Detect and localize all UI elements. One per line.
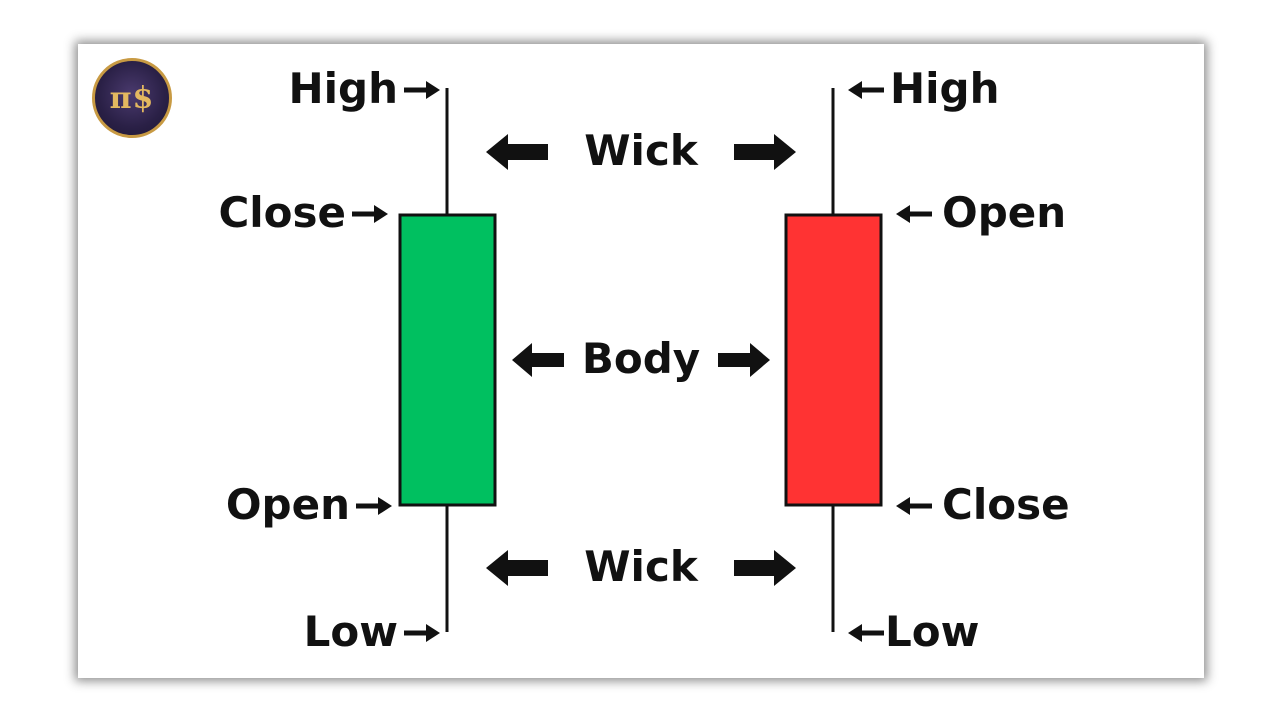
wick-top-arrow-right [734,134,796,170]
body-label: Body [581,334,701,383]
left-candle-body [398,213,497,507]
arrowhead-open-right [896,205,910,223]
wick-bottom-label: Wick [584,542,698,591]
left-close-label: Close [218,188,346,237]
right-candle-body [784,213,883,507]
arrowhead-open-left [378,497,392,515]
right-low-label: Low [885,607,980,656]
wick-top-label: Wick [584,126,698,175]
logo-text: π$ [109,80,155,116]
arrowhead-high-right [848,81,862,99]
wick-bottom-arrow-left [486,550,548,586]
arrowhead-close-right [896,497,910,515]
arrowhead-low-left [426,624,440,642]
arrowhead-high-left [426,81,440,99]
wick-top-arrow-left [486,134,548,170]
arrowhead-close-left [374,205,388,223]
arrowhead-low-right [848,624,862,642]
left-open-label: Open [225,480,350,529]
wick-bottom-arrow-right [734,550,796,586]
diagram-card [78,44,1204,678]
body-arrow-right [718,343,770,377]
right-close-label: Close [942,480,1070,529]
brand-logo: π$ [92,58,172,138]
right-open-label: Open [942,188,1067,237]
left-high-label: High [288,64,398,113]
left-low-label: Low [303,607,398,656]
body-arrow-left [512,343,564,377]
right-high-label: High [890,64,1000,113]
